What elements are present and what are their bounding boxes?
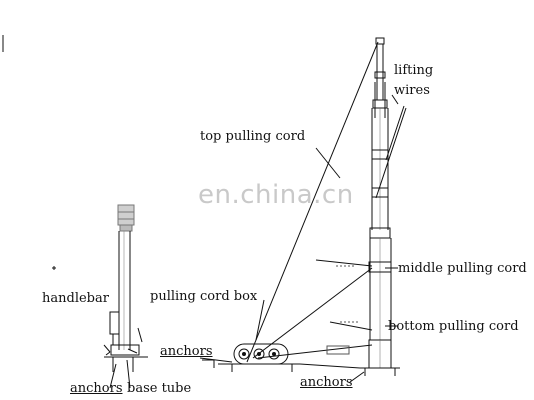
cord-box-leader — [255, 299, 265, 341]
extended-mast — [360, 37, 407, 376]
retracted-mast-head — [117, 204, 135, 226]
lifting-wire-leader-1 — [385, 105, 405, 161]
label-lifting: lifting — [394, 63, 434, 78]
bottom-cord-tension — [329, 321, 373, 331]
watermark-text: en.china.cn — [198, 180, 354, 210]
base-tube-box — [110, 344, 140, 356]
bottom-pulling-cord-line — [257, 344, 373, 359]
top-cord-leader — [315, 147, 341, 179]
handlebar-shape — [109, 311, 119, 335]
lifting-wire-leader-2 — [375, 107, 407, 199]
retracted-mast — [52, 204, 148, 372]
label-anchors-left: anchors — [70, 381, 123, 396]
label-pulling-cord-box: pulling cord box — [150, 289, 258, 304]
label-anchors-middle: anchors — [160, 344, 213, 359]
anchors-right-leader — [349, 371, 365, 383]
mast-top-cap — [375, 37, 385, 45]
middle-cord-tension — [315, 259, 373, 267]
label-bottom-pulling-cord: bottom pulling cord — [388, 319, 519, 334]
anchor-plate — [326, 345, 350, 355]
label-base-tube: base tube — [127, 381, 192, 396]
middle-cord-collar — [368, 261, 392, 273]
label-anchors-right: anchors — [300, 375, 353, 390]
anchors-middle-leader — [199, 357, 233, 363]
pulling-cord-box — [233, 343, 289, 365]
top-pulling-cord-line — [246, 41, 379, 363]
base-tube-leader — [126, 359, 131, 389]
label-handlebar: handlebar — [42, 291, 109, 306]
middle-pulling-cord-line — [252, 267, 373, 359]
label-wires: wires — [394, 83, 430, 98]
anchors-left-leader — [109, 363, 117, 389]
anchor-peg-middle — [202, 359, 215, 368]
label-top-pulling-cord: top pulling cord — [200, 129, 306, 144]
label-middle-pulling-cord: middle pulling cord — [398, 261, 527, 276]
